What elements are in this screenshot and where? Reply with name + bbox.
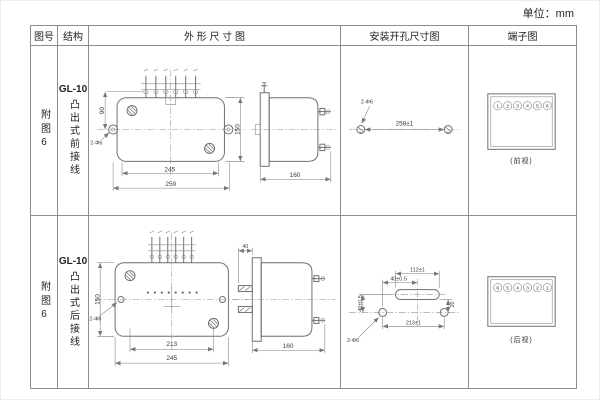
row1-dim-width-inner: 245: [164, 166, 175, 173]
header-structure: 结构: [58, 26, 89, 46]
row1-dim-depth: 160: [290, 172, 301, 179]
row1-hole-note: 2-Φ6: [90, 140, 102, 146]
row2-front-view: 213 245 150 2-Φ6: [89, 230, 249, 366]
spec-table: 图号 结构 外 形 尺 寸 图 安装开孔尺寸图 端子图 附图6 GL-10 凸出…: [30, 25, 577, 389]
terminal-number: 6: [496, 285, 499, 291]
row2-dim-width-inner: 213: [166, 341, 177, 348]
terminal-number: 4: [526, 104, 529, 110]
row2-dim-span: 213±1: [406, 320, 421, 326]
row1-wiring-label: 凸出式前接线: [67, 99, 79, 177]
terminal-number: 5: [506, 285, 509, 291]
row1-model-label: GL-10: [58, 84, 88, 95]
row2-outline-drawing: 213 245 150 2-Φ6: [89, 230, 336, 366]
row2-terminal-pins: [147, 230, 196, 263]
header-fig-no-label: 图号: [34, 32, 54, 43]
row2-model-label: GL-10: [58, 255, 88, 267]
header-structure-label: 结构: [63, 32, 83, 43]
row2-dim-depth: 160: [283, 343, 294, 350]
header-install-label: 安装开孔尺寸图: [369, 32, 440, 43]
unit-label: 单位：mm: [522, 8, 574, 20]
row2-structure: GL-10 凸出式后接线: [58, 216, 89, 388]
row2-dim-slot-width: 112±1: [410, 267, 425, 273]
row2-terminal-drawing: 6 5 4 3 2 1 (后视): [486, 275, 556, 344]
row1-terminal-drawing: 1 2 3 4 5 6 (前视): [486, 93, 556, 165]
terminal-number: 1: [545, 285, 548, 291]
row1-install-hole-note: 2-Φ6: [361, 100, 373, 106]
row1-dim-width-outer: 259: [165, 181, 176, 188]
row1-dim-top-offset: 90: [99, 107, 106, 115]
terminal-number: 3: [516, 104, 519, 110]
row2-fig-no: 附图6: [31, 216, 58, 388]
row2-dim-width-outer: 245: [166, 355, 177, 362]
header-terminal-label: 端子图: [507, 32, 538, 43]
row2-side-view: 40 160: [232, 243, 336, 353]
terminal-number: 4: [516, 285, 519, 291]
terminal-number: 5: [535, 104, 538, 110]
row1-fig-no: 附图6: [31, 46, 58, 216]
row2-dim-stud-len: 40: [242, 243, 248, 249]
header-terminal: 端子图: [469, 26, 576, 46]
row1-front-view: 245 259 150 90 2-Φ6: [90, 68, 245, 192]
row1-dim-span: 258±1: [396, 121, 414, 128]
terminal-number: 3: [526, 285, 529, 291]
row2-terminal-caption: (后视): [510, 335, 532, 344]
row1-terminal-pins: [140, 68, 201, 105]
row2-dim-height: 150: [95, 293, 102, 304]
header-outline-label: 外 形 尺 寸 图: [183, 32, 246, 43]
row2-hole-note: 2-Φ6: [89, 316, 101, 322]
header-install: 安装开孔尺寸图: [341, 26, 469, 46]
row2-install-drawing: 112±1 40±0.5 40±0.5 20 213±1 2-Φ6: [347, 267, 461, 344]
terminal-number: 2: [506, 104, 509, 110]
header-fig-no: 图号: [31, 26, 58, 46]
row1-side-view: 160: [251, 82, 338, 183]
row1-fig-no-label: 附图6: [38, 109, 50, 152]
row1-install-cell: 258±1 2-Φ6: [341, 46, 469, 216]
row1-outline-cell: 245 259 150 90 2-Φ6: [89, 46, 341, 216]
row1-structure: GL-10 凸出式前接线: [58, 46, 89, 216]
row1-outline-drawing: 245 259 150 90 2-Φ6: [90, 68, 338, 192]
row1-terminal-caption: (前视): [510, 156, 532, 165]
row2-install-cell: 112±1 40±0.5 40±0.5 20 213±1 2-Φ6: [341, 216, 469, 388]
row2-install-hole-note: 2-Φ6: [347, 338, 359, 344]
row2-terminal-dot-row: [146, 286, 198, 312]
header-outline: 外 形 尺 寸 图: [89, 26, 341, 46]
terminal-number: 6: [545, 104, 548, 110]
row2-dim-offset-v: 40±0.5: [358, 295, 364, 312]
row2-terminal-cell: 6 5 4 3 2 1 (后视): [469, 216, 576, 388]
row2-outline-cell: 213 245 150 2-Φ6: [89, 216, 341, 388]
terminal-number: 1: [496, 104, 499, 110]
row2-fig-no-label: 附图6: [38, 280, 50, 324]
row2-wiring-label: 凸出式后接线: [67, 270, 79, 349]
row1-dim-height: 150: [234, 124, 241, 135]
row1-install-drawing: 258±1 2-Φ6: [348, 100, 461, 134]
row2-dim-slot-height: 20: [450, 301, 456, 307]
row1-terminal-cell: 1 2 3 4 5 6 (前视): [469, 46, 576, 216]
terminal-number: 2: [535, 285, 538, 291]
row2-dim-offset-h: 40±0.5: [390, 276, 407, 282]
